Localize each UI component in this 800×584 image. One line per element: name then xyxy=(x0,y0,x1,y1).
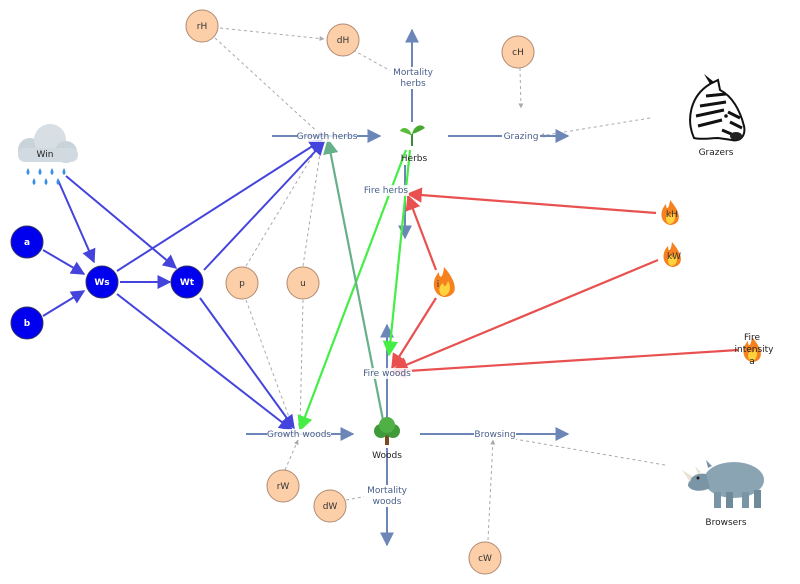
kw-label: kW xyxy=(667,252,681,262)
fire-icon xyxy=(661,200,679,225)
param-ch-label: cH xyxy=(512,48,524,58)
param-dh[interactable]: dH xyxy=(326,23,360,57)
arrow-kw-fire-woods xyxy=(392,258,659,372)
param-dw[interactable]: dW xyxy=(313,489,347,523)
dashed-link-grazers-grazing xyxy=(539,117,651,138)
fire-woods-label: Fire woods xyxy=(363,369,411,379)
arrow-win-ws xyxy=(57,179,96,264)
node-b[interactable]: b xyxy=(10,306,44,340)
param-dh-label: dH xyxy=(337,36,349,46)
dashed-link-cw-browsing xyxy=(487,439,496,541)
dashed-link-p-growth-herbs xyxy=(245,139,323,267)
fire-intensity-label-1: Fire xyxy=(744,333,761,343)
node-wt[interactable]: Wt xyxy=(170,265,204,299)
arrow-b-ws xyxy=(42,290,86,317)
param-p-label: p xyxy=(239,279,245,289)
seedling-icon xyxy=(400,125,425,146)
kh-label: kH xyxy=(666,210,678,220)
dashed-link-u-growth-woods xyxy=(297,299,304,429)
dashed-link-u-growth-herbs xyxy=(302,139,324,267)
woods-label: Woods xyxy=(372,451,402,461)
fire-intensity-letter: a xyxy=(749,357,755,367)
grazers-label: Grazers xyxy=(699,148,734,158)
arrow-a-ws xyxy=(42,249,86,275)
arrow-kh-fire-herbs xyxy=(406,187,657,215)
param-u[interactable]: u xyxy=(286,266,320,300)
fire-arrows xyxy=(390,187,739,379)
grazing-label: Grazing xyxy=(504,132,539,142)
arrow-herbs-fire-woods xyxy=(382,149,412,357)
rhino-icon xyxy=(682,460,764,508)
arrow-ws-growth-herbs xyxy=(116,139,324,272)
arrow-herbs-growth-woods xyxy=(297,149,408,432)
flow-labels: Mortality herbs Growth herbs Grazing Fir… xyxy=(267,67,540,507)
zebra-icon xyxy=(689,74,746,142)
dashed-link-rh-growth-herbs xyxy=(214,37,323,137)
param-dw-label: dW xyxy=(323,502,338,512)
node-a[interactable]: a xyxy=(10,225,44,259)
tree-icon xyxy=(374,417,400,445)
node-ws-label: Ws xyxy=(94,278,109,288)
arrow-fire-fire-herbs xyxy=(405,194,438,271)
param-rh-label: rH xyxy=(197,22,207,32)
growth-woods-label: Growth woods xyxy=(267,430,332,440)
param-rh[interactable]: rH xyxy=(185,9,219,43)
fire-i-label: i xyxy=(437,280,440,290)
arrow-ws-growth-woods xyxy=(116,293,294,431)
dashed-link-rh-dh xyxy=(219,27,325,42)
arrow-wt-growth-woods xyxy=(199,297,295,430)
node-ws[interactable]: Ws xyxy=(85,265,119,299)
arrow-wt-growth-herbs xyxy=(203,140,325,271)
mortality-herbs-label-1: Mortality xyxy=(393,68,434,78)
fire-intensity-label-2: intensity xyxy=(734,345,774,355)
browsing-label: Browsing xyxy=(474,430,515,440)
fire-icon xyxy=(433,267,455,297)
param-cw-label: cW xyxy=(478,554,492,564)
mortality-woods-label-1: Mortality xyxy=(367,486,408,496)
arrow-win-wt xyxy=(65,175,178,269)
node-wt-label: Wt xyxy=(180,278,195,288)
dashed-link-ch-grazing xyxy=(518,67,524,109)
param-cw[interactable]: cW xyxy=(468,541,502,575)
dashed-link-p-growth-woods xyxy=(245,299,294,429)
param-u-label: u xyxy=(300,279,306,289)
win-label: Win xyxy=(37,150,54,160)
arrow-fire-fire-woods xyxy=(391,297,437,370)
mortality-herbs-label-2: herbs xyxy=(400,79,426,89)
browsers-label: Browsers xyxy=(705,518,746,528)
growth-herbs-label: Growth herbs xyxy=(297,132,358,142)
herbs-label: Herbs xyxy=(401,154,428,164)
fire-icon xyxy=(663,242,681,267)
param-rw-label: rW xyxy=(277,482,290,492)
water-arrows xyxy=(42,139,325,431)
rain-cloud-icon xyxy=(18,124,78,185)
param-p[interactable]: p xyxy=(225,266,259,300)
fire-icon xyxy=(743,337,761,362)
param-rw[interactable]: rW xyxy=(266,469,300,503)
node-b-label: b xyxy=(24,319,31,329)
fire-herbs-label: Fire herbs xyxy=(364,186,409,196)
node-a-label: a xyxy=(24,238,30,248)
dashed-link-rw-growth-woods xyxy=(284,439,299,471)
arrow-fire-intensity-fire-woods xyxy=(390,348,739,379)
param-ch[interactable]: cH xyxy=(501,35,535,69)
dashed-link-browsers-browsing xyxy=(502,435,666,466)
mortality-woods-label-2: woods xyxy=(373,497,402,507)
